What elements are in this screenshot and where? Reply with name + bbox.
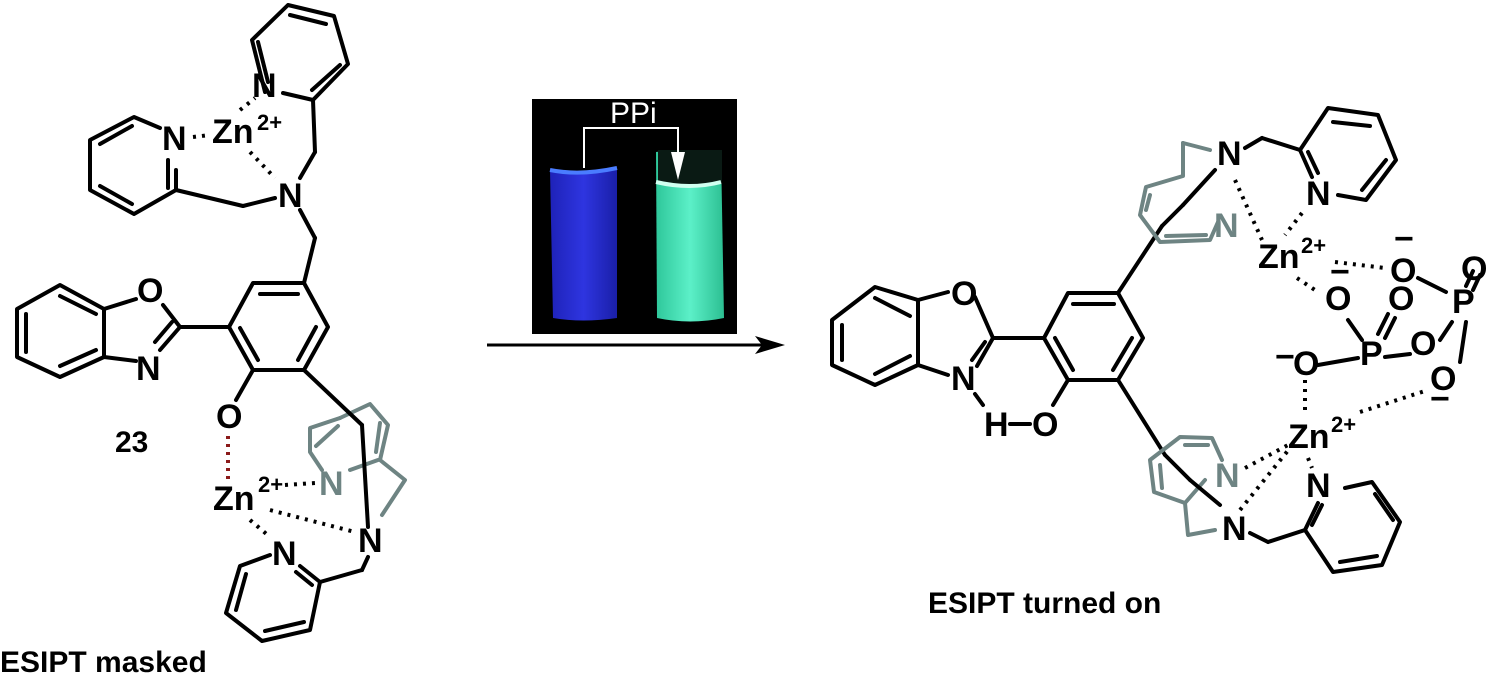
minus-sign: − — [1275, 338, 1295, 376]
benzoxazole — [15, 283, 231, 379]
reactant-structure: N N Zn 2+ N O N — [15, 3, 407, 643]
arrow-right-icon — [755, 336, 785, 354]
minus-sign: − — [1394, 220, 1414, 258]
atom-h: H — [984, 406, 1009, 444]
central-benzene-ring — [1042, 224, 1167, 457]
pyridine-ring-back — [308, 402, 407, 517]
zinc-charge: 2+ — [258, 472, 283, 497]
zinc-label: Zn — [213, 480, 255, 518]
atom-n-back: N — [1214, 207, 1239, 245]
atom-o: O — [951, 275, 977, 313]
atom-n-back: N — [319, 465, 344, 503]
zinc-charge: 2+ — [1331, 412, 1356, 437]
pyridine-ring-left — [88, 115, 277, 216]
pyridine-ring-back-bottom — [1148, 435, 1224, 537]
atom-o-minus: O — [1325, 280, 1351, 318]
fluorescence-photo: PPi — [532, 97, 737, 334]
atom-n-amine: N — [1217, 135, 1242, 173]
pyridine-ring-bottom — [224, 553, 370, 643]
reaction-arrow — [487, 336, 785, 354]
atom-n: N — [1306, 467, 1331, 505]
atom-n: N — [951, 360, 976, 398]
pyridine-ring-bottom — [1303, 480, 1402, 574]
pyridine-ring-top — [1298, 106, 1398, 202]
zinc-label: Zn — [1288, 418, 1330, 456]
zinc-label: Zn — [212, 113, 254, 151]
zinc-charge: 2+ — [1301, 233, 1326, 258]
zinc-charge: 2+ — [257, 110, 282, 135]
atom-n-amine: N — [1222, 510, 1247, 548]
atom-o: O — [1461, 250, 1487, 288]
atom-n: N — [252, 67, 277, 105]
minus-sign: − — [1330, 253, 1350, 291]
vial-blue — [550, 168, 617, 321]
atom-o-hydroxyl: O — [1032, 406, 1058, 444]
compound-number: 23 — [115, 426, 148, 459]
pyridine-ring-top — [250, 3, 350, 180]
atom-n-amine: N — [278, 177, 303, 215]
reactant-caption: ESIPT masked — [0, 646, 207, 679]
pyridine-ring-back-top — [1138, 141, 1220, 244]
zinc-label: Zn — [1258, 238, 1300, 276]
atom-n: N — [1306, 175, 1331, 213]
product-structure: O N H O N N — [830, 106, 1487, 574]
atom-n: N — [136, 350, 161, 388]
atom-o-minus: O — [1390, 252, 1416, 290]
atom-n-amine: N — [358, 522, 383, 560]
atom-n: N — [272, 535, 297, 573]
arrow-down-icon — [671, 152, 685, 180]
atom-o-minus: O — [1293, 345, 1319, 383]
atom-n-back: N — [1215, 457, 1240, 495]
atom-n: N — [162, 120, 187, 158]
atom-o-minus: O — [1430, 360, 1456, 398]
reagent-label: PPi — [610, 97, 657, 130]
pyrophosphate: O − O O − O P P O O − O − — [1275, 220, 1487, 418]
benzoxazole — [830, 285, 1046, 387]
atom-o: O — [1388, 280, 1414, 318]
atom-o-phenolate: O — [216, 398, 242, 436]
vial-green — [656, 150, 724, 322]
atom-o-bridge: O — [1410, 325, 1436, 363]
atom-p: P — [1452, 283, 1475, 321]
product-caption: ESIPT turned on — [928, 587, 1161, 620]
minus-sign: − — [1430, 380, 1450, 418]
atom-p: P — [1360, 335, 1383, 373]
atom-o: O — [137, 272, 163, 310]
central-benzene-ring — [227, 281, 330, 372]
